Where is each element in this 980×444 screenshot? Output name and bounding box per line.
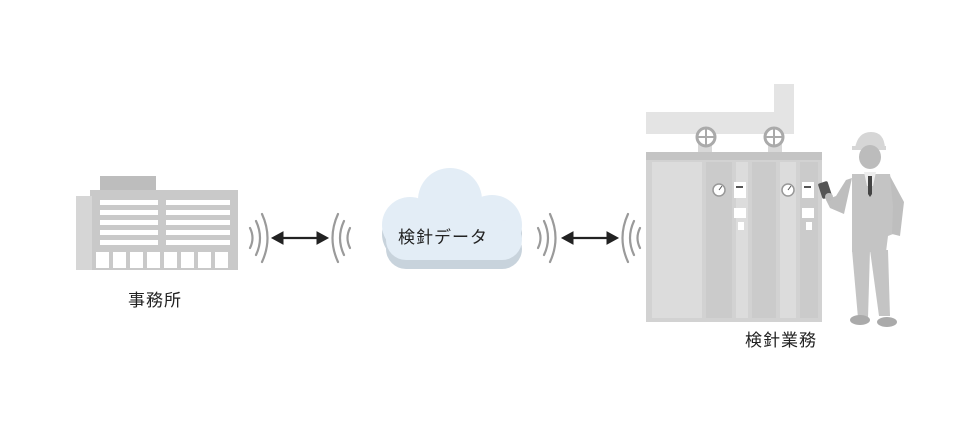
worker-person-icon [818,132,904,327]
signal-waves-icon [536,212,557,264]
office-building-icon [76,176,238,270]
cloud-icon [382,168,522,269]
signal-waves-icon [248,212,269,264]
cloud-label: 検針データ [398,228,488,248]
office-label: 事務所 [128,291,182,311]
signal-waves-icon [331,212,352,264]
meter-equipment-icon [646,84,822,322]
signal-waves-icon [621,212,642,264]
metering-label: 検針業務 [745,331,817,351]
double-arrow-icon [270,231,330,245]
double-arrow-icon [560,231,620,245]
